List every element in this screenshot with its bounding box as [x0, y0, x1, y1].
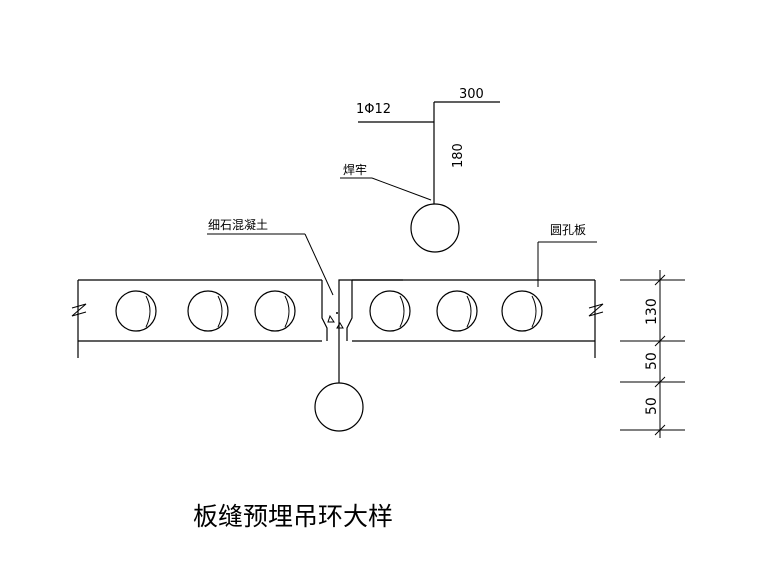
concrete-aggregate-dot	[336, 312, 338, 314]
rebar-spec-label: 1Φ12	[356, 102, 391, 117]
slab-hole-4	[369, 290, 411, 332]
hole-6-shading	[531, 295, 537, 328]
drawing-title: 板缝预埋吊环大样	[193, 502, 393, 531]
hook-width-label: 300	[459, 87, 484, 102]
hollow-core-slab	[71, 233, 604, 432]
concrete-aggregate-mark-2	[336, 322, 344, 329]
dimension-slash-slab-bottom	[654, 335, 666, 347]
hole-3-shading	[284, 295, 290, 328]
fine-concrete-leader-diagonal	[304, 233, 334, 296]
dimension-slash-bottom	[654, 424, 666, 436]
slab-thickness-dimension: 130	[644, 298, 660, 325]
embedded-ring-rebar	[338, 279, 403, 341]
dimension-slash-middle	[654, 376, 666, 388]
slab-hole-6	[501, 290, 543, 332]
weld-note-label: 焊牢	[343, 162, 367, 177]
hole-4-shading	[399, 295, 405, 328]
concrete-aggregate-mark-1	[327, 314, 335, 323]
lower-lifting-ring-circle	[314, 382, 364, 432]
slab-hole-5	[436, 290, 478, 332]
hollow-slab-note-label: 圆孔板	[550, 223, 586, 237]
hole-2-shading	[217, 295, 223, 328]
joint-left-edge	[321, 280, 328, 341]
hook-height-label: 180	[451, 143, 466, 168]
slab-hole-3	[254, 290, 296, 332]
hole-1-shading	[145, 295, 151, 328]
fine-concrete-note-label: 细石混凝土	[208, 217, 268, 232]
weld-leader-diagonal	[371, 177, 432, 201]
hole-5-shading	[466, 295, 472, 328]
dimension-slash-top	[654, 274, 666, 286]
slab-hole-2	[187, 290, 229, 332]
joint-right-edge	[346, 280, 353, 341]
upper-lifting-ring	[340, 101, 500, 253]
lifting-ring-circle	[410, 203, 460, 253]
slab-right-break-mark	[588, 303, 604, 317]
dimension-chain	[620, 270, 685, 438]
lower-50-dimension: 50	[644, 397, 660, 415]
slab-left-break-mark	[71, 303, 87, 317]
upper-50-dimension: 50	[644, 352, 660, 370]
slab-hole-1	[115, 290, 157, 332]
